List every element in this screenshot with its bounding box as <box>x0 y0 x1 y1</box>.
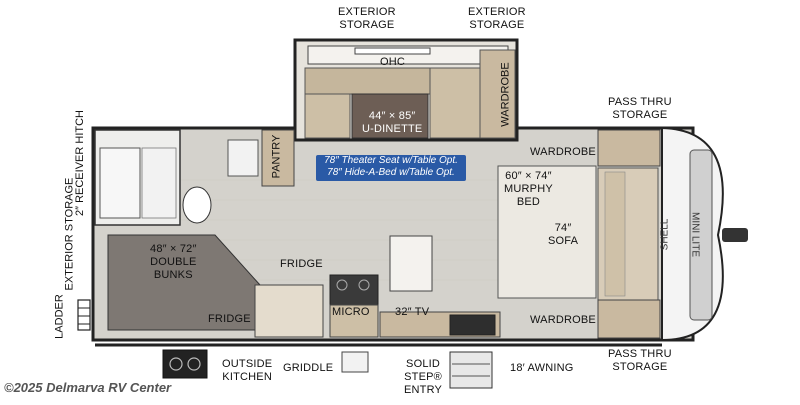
solid-step-label-2: STEP® <box>404 371 442 383</box>
pass-thru-storage-bottom-label-2: STORAGE <box>612 361 668 373</box>
wardrobe-bottom-label: WARDROBE <box>530 314 596 326</box>
entry-step <box>449 351 493 389</box>
sofa-size-label: 74″ <box>554 222 572 234</box>
brand-mini-label: MINI LITE <box>689 211 701 257</box>
exterior-storage-top-1-label-2: STORAGE <box>339 19 395 31</box>
bunks-label-1: DOUBLE <box>150 256 197 268</box>
pass-thru-storage-top-label: PASS THRU <box>608 96 672 108</box>
solid-step-label-1: SOLID <box>406 358 441 370</box>
theater-seat-note: 78″ Theater Seat w/Table Opt. 78″ Hide-A… <box>316 155 466 181</box>
sofa-label: SOFA <box>548 235 579 247</box>
kitchen-sink <box>389 235 433 292</box>
exterior-storage-top-1-label: EXTERIOR <box>338 6 396 18</box>
shower-door <box>141 147 177 219</box>
exterior-storage-left-word-1: EXTERIOR <box>63 234 76 291</box>
exterior-storage-top-2-label: EXTERIOR <box>468 6 526 18</box>
burner-2 <box>358 279 370 291</box>
griddle-label: GRIDDLE <box>283 362 334 374</box>
ohc-label: OHC <box>380 56 406 68</box>
griddle <box>341 351 369 373</box>
exterior-storage-left-label: EXTERIOR STORAGE <box>63 178 77 291</box>
solid-step-label-3: ENTRY <box>404 384 443 396</box>
pass-thru-storage-top-label-2: STORAGE <box>612 109 668 121</box>
copyright-watermark: ©2025 Delmarva RV Center <box>4 380 172 395</box>
exterior-storage-left-word-2: STORAGE <box>63 177 76 232</box>
pantry <box>261 129 295 187</box>
theater-seat-line-2: 78″ Hide-A-Bed w/Table Opt. <box>327 167 455 178</box>
bunks-size-label: 48″ × 72″ <box>150 243 197 255</box>
exterior-storage-top-2-label-2: STORAGE <box>469 19 525 31</box>
sofa-cushion <box>604 171 626 297</box>
dinette-seat-right <box>429 67 481 139</box>
range <box>329 274 379 306</box>
awning-label: 18′ AWNING <box>510 362 574 374</box>
ladder-label: LADDER <box>53 294 66 339</box>
murphy-bed-label-2: BED <box>516 196 541 208</box>
pass-thru-storage-bottom-label: PASS THRU <box>608 348 672 360</box>
pantry-label: PANTRY <box>270 134 283 179</box>
fridge-center-label: FRIDGE <box>280 258 323 270</box>
counter-left <box>254 284 324 338</box>
brand-shell-label: SHELL <box>659 218 671 251</box>
u-dinette-label: U-DINETTE <box>362 123 423 135</box>
tv-label: 32″ TV <box>395 306 430 318</box>
cap-stripe <box>689 149 713 321</box>
counter-mid <box>329 304 379 338</box>
receiver-hitch-word-1: RECEIVER <box>74 146 86 203</box>
bunks-label-2: BUNKS <box>153 269 193 281</box>
window-top <box>354 47 431 55</box>
theater-seat-line-1: 78″ Theater Seat w/Table Opt. <box>324 155 458 166</box>
micro-label: MICRO <box>332 306 370 318</box>
receiver-hitch-label: 2″ RECEIVER HITCH <box>74 110 86 216</box>
tongue-jack <box>722 228 748 242</box>
wardrobe-top-right <box>597 129 661 167</box>
murphy-bed-size-label: 60″ × 74″ <box>505 170 552 182</box>
murphy-bed <box>497 165 597 299</box>
shower <box>99 147 141 219</box>
slide-wardrobe <box>479 49 516 139</box>
toilet <box>182 186 212 224</box>
sink <box>227 139 259 177</box>
dinette-table <box>351 93 429 139</box>
fridge-left-label: FRIDGE <box>208 313 251 325</box>
murphy-bed-label-1: MURPHY <box>504 183 553 195</box>
cooktop <box>449 314 496 336</box>
receiver-hitch-word-2: HITCH <box>74 110 86 144</box>
u-dinette-size-label: 44″ × 85″ <box>368 110 416 122</box>
ladder <box>77 299 91 331</box>
wardrobe-bottom-right <box>597 299 661 339</box>
outside-kitchen-label-2: KITCHEN <box>222 371 272 383</box>
wardrobe-top-label: WARDROBE <box>530 146 596 158</box>
outside-kitchen-label: OUTSIDE <box>222 358 273 370</box>
wardrobe-vertical-label: WARDROBE <box>499 62 512 127</box>
burner-1 <box>336 279 348 291</box>
